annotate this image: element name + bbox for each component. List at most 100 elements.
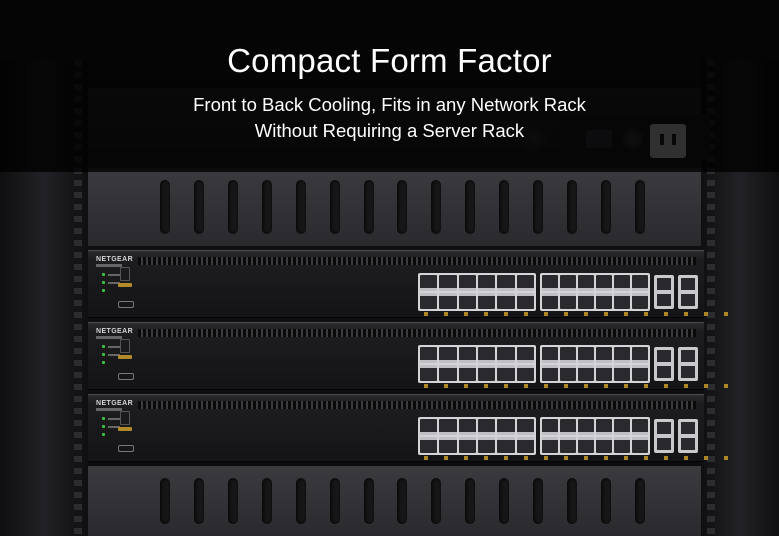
ethernet-port — [596, 437, 612, 453]
vent-slot — [600, 180, 611, 234]
switch-mesh — [138, 401, 696, 409]
seven-segment-display — [120, 411, 130, 425]
ethernet-port — [632, 437, 648, 453]
subheadline-line-1: Front to Back Cooling, Fits in any Netwo… — [193, 94, 586, 115]
ethernet-port — [632, 347, 648, 363]
network-switch-3: NETGEAR — [88, 394, 744, 462]
vent-slot — [567, 478, 578, 524]
amber-indicator — [118, 283, 132, 287]
ethernet-port — [478, 437, 496, 453]
vent-slot — [634, 478, 645, 524]
ethernet-port — [542, 275, 558, 291]
ethernet-port — [560, 365, 576, 381]
status-led — [102, 345, 105, 348]
ethernet-port — [439, 365, 457, 381]
status-led — [102, 433, 105, 436]
ethernet-port — [596, 275, 612, 291]
ethernet-port — [614, 437, 630, 453]
ethernet-port — [614, 347, 630, 363]
amber-indicator — [118, 427, 132, 431]
ethernet-port-group — [540, 417, 650, 455]
vent-panel-bottom — [88, 466, 701, 536]
switch-brand: NETGEAR — [96, 400, 134, 407]
ethernet-port — [596, 293, 612, 309]
vent-slot — [533, 478, 544, 524]
ethernet-port — [458, 437, 476, 453]
ethernet-port — [614, 275, 630, 291]
switch-brand: NETGEAR — [96, 256, 134, 263]
vent-slot — [567, 180, 578, 234]
status-led — [102, 361, 105, 364]
port-leds — [424, 456, 744, 460]
network-switch-1: NETGEAR — [88, 250, 744, 318]
ethernet-port — [439, 293, 457, 309]
ethernet-port — [516, 419, 534, 435]
ethernet-port — [497, 437, 515, 453]
ethernet-port — [542, 437, 558, 453]
usb-slot-icon — [118, 445, 134, 452]
switch-mesh — [138, 257, 696, 265]
ethernet-port — [632, 275, 648, 291]
status-led — [102, 353, 105, 356]
ethernet-port — [632, 365, 648, 381]
sfp-port — [654, 275, 674, 309]
ethernet-port — [516, 437, 534, 453]
vent-slot — [193, 478, 204, 524]
port-leds — [424, 384, 744, 388]
ethernet-port — [596, 365, 612, 381]
led-label — [108, 354, 120, 356]
led-label — [108, 426, 120, 428]
vent-slot — [329, 180, 340, 234]
ethernet-port — [420, 293, 438, 309]
ethernet-port — [560, 275, 576, 291]
ethernet-port — [578, 437, 594, 453]
switch-model-line — [96, 264, 122, 267]
ethernet-port — [497, 347, 515, 363]
seven-segment-display — [120, 339, 130, 353]
vent-slot — [261, 180, 272, 234]
title-overlay — [0, 0, 779, 172]
ethernet-port — [478, 347, 496, 363]
sfp-port — [678, 275, 698, 309]
led-label — [108, 282, 120, 284]
headline: Compact Form Factor — [227, 42, 552, 79]
ethernet-port — [596, 347, 612, 363]
ethernet-port — [596, 419, 612, 435]
ethernet-port — [614, 419, 630, 435]
vent-slot — [431, 180, 442, 234]
status-led — [102, 281, 105, 284]
vent-slot — [363, 180, 374, 234]
vent-slot — [261, 478, 272, 524]
switch-brand: NETGEAR — [96, 328, 134, 335]
ethernet-port-group — [418, 417, 536, 455]
vent-slot — [397, 180, 408, 234]
ethernet-port-group — [418, 273, 536, 311]
ethernet-port — [420, 275, 438, 291]
ethernet-port — [614, 365, 630, 381]
vent-slot — [193, 180, 204, 234]
ethernet-port — [632, 293, 648, 309]
vent-slot — [160, 478, 170, 524]
ethernet-port — [560, 293, 576, 309]
ethernet-port — [516, 275, 534, 291]
vent-slots — [160, 180, 645, 234]
network-switch-2: NETGEAR — [88, 322, 744, 390]
ethernet-port — [458, 347, 476, 363]
led-label — [108, 346, 120, 348]
vent-slot — [227, 180, 238, 234]
ethernet-port — [458, 419, 476, 435]
ethernet-port — [458, 275, 476, 291]
vent-panel-top — [88, 168, 701, 246]
status-led — [102, 273, 105, 276]
vent-slot — [465, 478, 476, 524]
ethernet-port — [497, 293, 515, 309]
port-leds — [424, 312, 744, 316]
ethernet-port — [516, 347, 534, 363]
ethernet-port — [560, 347, 576, 363]
vent-slot — [160, 180, 170, 234]
ethernet-port — [420, 419, 438, 435]
ethernet-port — [478, 365, 496, 381]
ethernet-port — [420, 365, 438, 381]
ethernet-port — [578, 347, 594, 363]
